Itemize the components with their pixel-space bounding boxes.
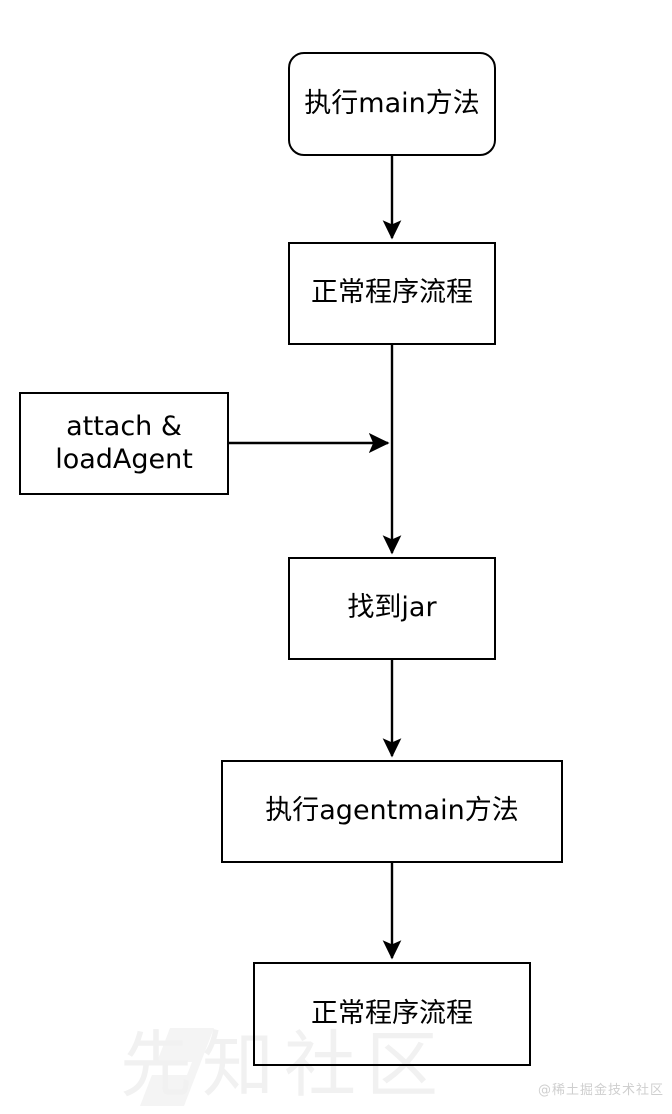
node-normal-program-flow-1[interactable]: 正常程序流程 [288, 242, 496, 345]
node-normal-program-flow-2[interactable]: 正常程序流程 [253, 962, 531, 1066]
attribution-watermark: @稀土掘金技术社区 [537, 1083, 664, 1098]
zhixian-logo-watermark [140, 1028, 214, 1106]
node-label: 执行agentmain方法 [265, 795, 519, 827]
node-label: 找到jar [347, 592, 437, 624]
node-label: 正常程序流程 [311, 997, 473, 1029]
node-label: 执行main方法 [304, 87, 480, 119]
node-label: 正常程序流程 [311, 277, 473, 309]
node-label: attach & loadAgent [55, 410, 193, 475]
node-execute-main-method[interactable]: 执行main方法 [288, 52, 496, 156]
node-execute-agentmain-method[interactable]: 执行agentmain方法 [221, 760, 563, 863]
node-find-jar[interactable]: 找到jar [288, 557, 496, 660]
node-attach-and-load-agent[interactable]: attach & loadAgent [19, 392, 229, 495]
